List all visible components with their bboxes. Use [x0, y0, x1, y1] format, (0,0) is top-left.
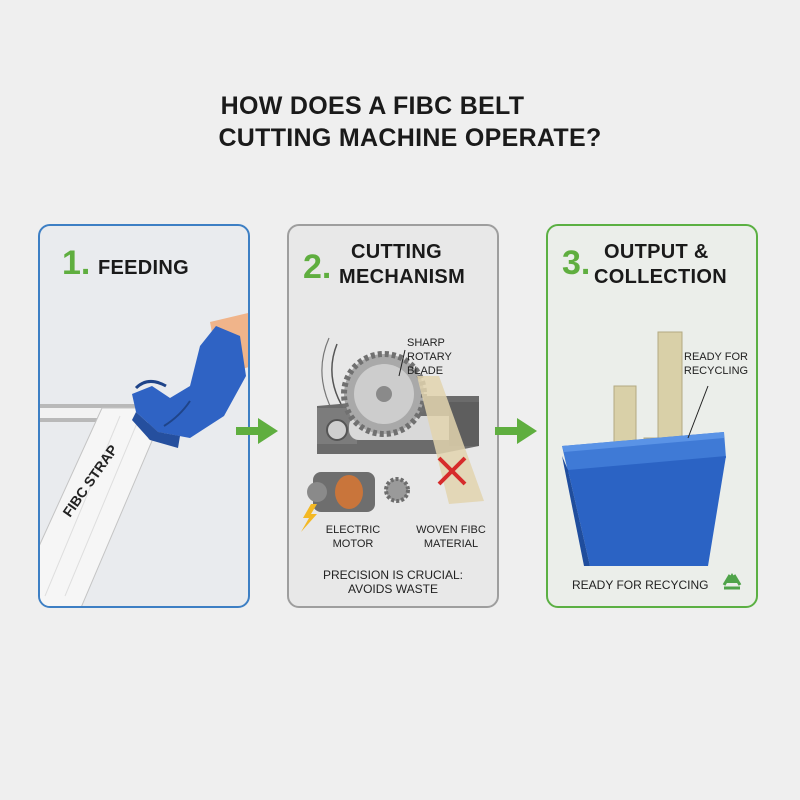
step-1-title: FEEDING — [98, 257, 189, 279]
step-3-number: 3. — [562, 244, 591, 282]
title-line-2: CUTTING MACHINE OPERATE? — [218, 124, 602, 152]
recycle-icon — [722, 573, 742, 590]
ready-label: READY FOR RECYCLING — [683, 351, 749, 377]
precision-note: PRECISION IS CRUCIAL: AVOIDS WASTE — [322, 568, 464, 596]
gloved-hand-icon — [132, 312, 248, 448]
page-title: HOW DOES A FIBC BELT CUTTING MACHINE OPE… — [0, 90, 800, 154]
step-3-title-line-2: COLLECTION — [594, 266, 727, 288]
step-3-panel: 3. OUTPUT & COLLECTION READY FOR RECYCLI… — [546, 224, 758, 608]
step-3-title-line-1: OUTPUT & — [604, 241, 709, 263]
electric-motor-icon — [307, 472, 375, 512]
step-2-panel: 2. CUTTING MECHANISM — [287, 224, 499, 608]
woven-material — [417, 376, 484, 504]
flow-arrow-2-icon — [495, 418, 537, 444]
gear-icon — [384, 477, 410, 503]
red-x-icon — [437, 456, 467, 486]
material-label: WOVEN FIBC MATERIAL — [416, 524, 486, 550]
step-2-number: 2. — [303, 248, 332, 286]
blade-label: SHARP ROTARY BLADE — [407, 337, 452, 377]
motor-label: ELECTRIC MOTOR — [325, 524, 381, 550]
step-1-panel: 1. FEEDING FIBC STRAP — [38, 224, 250, 608]
feeding-illustration: FIBC STRAP — [40, 312, 248, 606]
output-illustration — [562, 331, 742, 590]
recycling-footer: READY FOR RECYCING — [572, 578, 709, 592]
lightning-icon — [301, 504, 317, 532]
step-2-title-line-2: MECHANISM — [339, 266, 466, 288]
step-2-title-line-1: CUTTING — [351, 241, 442, 263]
cutting-illustration — [301, 337, 484, 532]
title-line-1: HOW DOES A FIBC BELT — [220, 92, 525, 120]
flow-arrow-1-icon — [236, 418, 278, 444]
step-1-number: 1. — [62, 244, 91, 282]
collection-bin-icon — [562, 432, 726, 566]
